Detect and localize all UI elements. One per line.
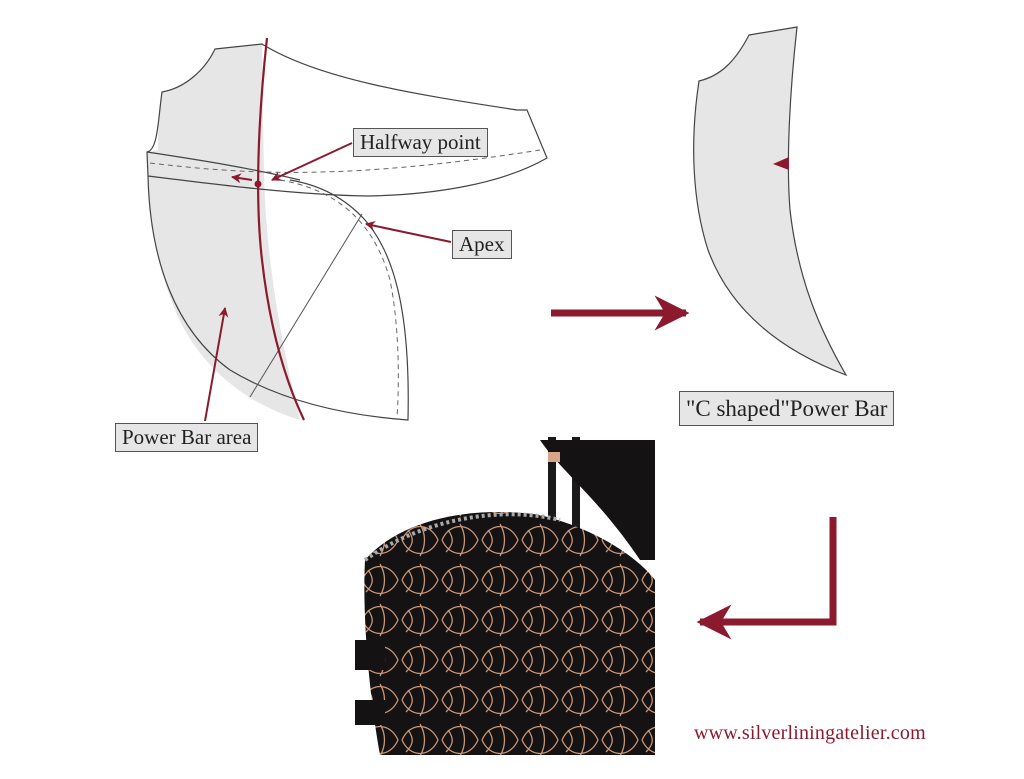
halfway-arrow-small — [231, 173, 253, 184]
halfway-point-dot — [254, 180, 262, 188]
halfway-point-label: Halfway point — [353, 128, 488, 157]
halfway-notch-icon — [773, 157, 789, 170]
apex-label: Apex — [452, 230, 512, 259]
turn-arrow-icon — [696, 517, 837, 640]
c-shape-outline — [693, 26, 848, 377]
c-shaped-power-bar — [693, 26, 848, 377]
bra-photo — [355, 437, 655, 755]
power-bar-cut-line — [257, 37, 305, 421]
power-bar-area-arrow — [204, 307, 229, 422]
power-bar-area-label: Power Bar area — [115, 423, 259, 452]
bra-pattern-piece — [146, 37, 548, 422]
apex-guide-line — [249, 213, 363, 398]
seam-line — [149, 149, 541, 173]
c-shaped-power-bar-label: "C shaped"Power Bar — [679, 391, 895, 426]
power-bar-area-shape — [147, 44, 300, 420]
apex-arrow — [365, 220, 452, 243]
pattern-outline — [146, 43, 548, 197]
halfway-arrow — [271, 142, 353, 181]
cup-seam-line — [279, 179, 399, 419]
website-link[interactable]: www.silverliningatelier.com — [694, 722, 926, 744]
cup-outline — [147, 175, 409, 421]
